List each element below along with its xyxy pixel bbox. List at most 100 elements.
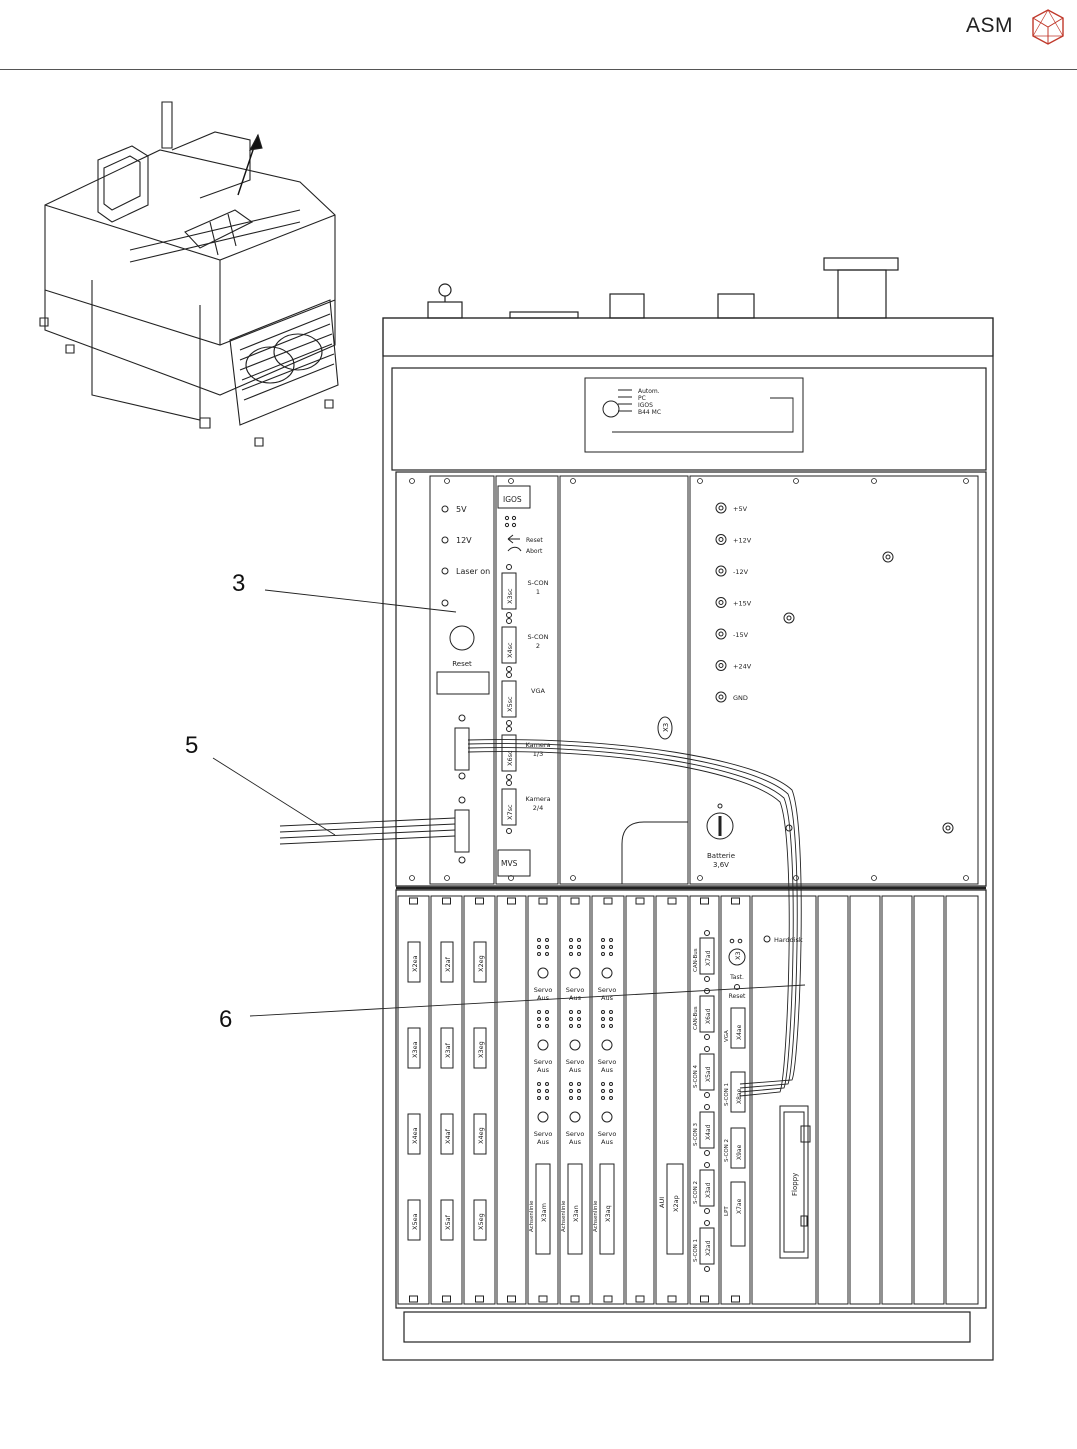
card-handle-top bbox=[442, 897, 451, 905]
scon-port-label: S-CON 2 bbox=[693, 1181, 699, 1204]
screw-icon bbox=[444, 875, 450, 881]
card-handle-bottom bbox=[570, 1295, 580, 1303]
callout-3: 3 bbox=[232, 570, 246, 597]
cpu-tast-label: Tast. bbox=[729, 974, 744, 981]
card-handle-top bbox=[731, 897, 740, 905]
igos-port-id: X7sc bbox=[506, 804, 514, 820]
aui-connector bbox=[666, 1163, 684, 1255]
servo-led bbox=[577, 1082, 581, 1086]
servo-led bbox=[601, 952, 605, 956]
igos-title-box bbox=[497, 485, 531, 509]
cpu-port-connector bbox=[730, 1127, 746, 1169]
servo-led bbox=[537, 1096, 541, 1100]
servo-led bbox=[609, 952, 613, 956]
igos-port-id: X5sc bbox=[506, 696, 514, 712]
igos-port-connector bbox=[501, 572, 517, 610]
servo-led bbox=[577, 938, 581, 942]
leader-line-3 bbox=[264, 589, 457, 613]
scon-port-label: S-CON 3 bbox=[693, 1122, 699, 1146]
laser-led-icon bbox=[441, 505, 449, 513]
io-connector bbox=[440, 941, 454, 983]
machine-rail bbox=[129, 209, 301, 263]
servo-led bbox=[609, 1010, 613, 1014]
floppy-eject-button bbox=[800, 1125, 811, 1143]
top-cable-gland-base bbox=[837, 269, 887, 319]
igos-port-label: 2/4 bbox=[533, 804, 543, 812]
servo-led bbox=[545, 1082, 549, 1086]
io-connector-label: X2af bbox=[444, 956, 452, 972]
servo-switch-icon bbox=[601, 1039, 613, 1051]
rack-card-slot bbox=[625, 895, 655, 1305]
servo-label: Servo bbox=[566, 1058, 585, 1066]
cable-6-line-3 bbox=[467, 747, 794, 1093]
servo-label: Servo bbox=[534, 1058, 553, 1066]
servo-switch-icon bbox=[537, 1111, 549, 1123]
servo-switch-icon bbox=[601, 1111, 613, 1123]
battery-label-line2: 3,6V bbox=[713, 861, 729, 869]
indicator-panel-frame bbox=[584, 377, 804, 453]
io-connector bbox=[440, 1027, 454, 1069]
blank-panel-x3-connector bbox=[657, 716, 673, 740]
servo-led bbox=[537, 1082, 541, 1086]
servo-led bbox=[545, 1010, 549, 1014]
aui-connector-label: X2ap bbox=[672, 1195, 680, 1212]
upper-bay bbox=[391, 367, 987, 471]
battery-key-icon bbox=[706, 812, 734, 840]
cpu-port-connector bbox=[730, 1181, 746, 1247]
top-cable-gland-cap bbox=[823, 257, 899, 271]
servo-led bbox=[577, 1024, 581, 1028]
indicator-label: B44 MC bbox=[638, 409, 661, 416]
io-connector-label: X2ea bbox=[411, 955, 419, 972]
cabinet-bottom-rail bbox=[403, 1311, 971, 1343]
cpu-port-id: X8ae bbox=[736, 1088, 743, 1104]
servo-led bbox=[545, 938, 549, 942]
machine-hood bbox=[171, 131, 251, 199]
servo-led bbox=[569, 1017, 573, 1021]
rack-card-slot bbox=[655, 895, 689, 1305]
harddisk-label: Harddisk bbox=[774, 936, 803, 944]
laser-led-icon bbox=[441, 536, 449, 544]
screw-icon bbox=[444, 478, 450, 484]
rack-card-slot bbox=[397, 895, 430, 1305]
cable-6-line-4 bbox=[467, 751, 790, 1097]
igos-port-label: S-CON bbox=[528, 633, 549, 641]
servo-side-label: Achsenlinie bbox=[561, 1200, 567, 1232]
igos-port-label: Kamera bbox=[525, 741, 550, 749]
overview-pointer-arrowhead bbox=[248, 133, 263, 151]
cpu-port-label: LPT bbox=[724, 1206, 730, 1216]
battery-label-line1: Batterie bbox=[707, 852, 735, 860]
io-connector-label: X3eg bbox=[477, 1041, 485, 1058]
igos-port-label: 1 bbox=[536, 588, 540, 596]
servo-switch-icon bbox=[569, 1039, 581, 1051]
top-knob-base bbox=[427, 301, 463, 319]
indicator-label: Autom. bbox=[638, 388, 660, 395]
scon-port-id: X3ad bbox=[705, 1182, 712, 1198]
machine-base bbox=[44, 290, 336, 396]
rack-card-slot bbox=[527, 895, 559, 1305]
floppy-drive bbox=[779, 1105, 809, 1259]
screw-icon bbox=[409, 875, 415, 881]
machine-reel-2 bbox=[273, 333, 323, 371]
scon-port-id: X2ad bbox=[705, 1240, 712, 1256]
servo-led bbox=[601, 945, 605, 949]
servo-label: Aus bbox=[569, 994, 582, 1002]
io-connector bbox=[407, 1027, 421, 1069]
card-handle-top bbox=[700, 897, 709, 905]
scon-port-id: X7ad bbox=[705, 950, 712, 966]
servo-label: Aus bbox=[569, 1138, 582, 1146]
machine-foot-5 bbox=[324, 399, 334, 409]
psu-output-terminal bbox=[715, 691, 727, 703]
servo-led bbox=[569, 1082, 573, 1086]
io-connector bbox=[473, 1113, 487, 1155]
igos-abort-label: Abort bbox=[526, 548, 543, 555]
io-connector-label: X5eg bbox=[477, 1213, 485, 1230]
card-handle-top bbox=[475, 897, 484, 905]
igos-footer: MVS bbox=[501, 859, 518, 868]
screw-icon bbox=[697, 478, 703, 484]
rack-card-slot bbox=[689, 895, 720, 1305]
screw-icon bbox=[871, 875, 877, 881]
igos-port-label: VGA bbox=[531, 687, 545, 695]
cpu-port-connector bbox=[730, 1071, 746, 1113]
igos-port-connector bbox=[501, 788, 517, 826]
